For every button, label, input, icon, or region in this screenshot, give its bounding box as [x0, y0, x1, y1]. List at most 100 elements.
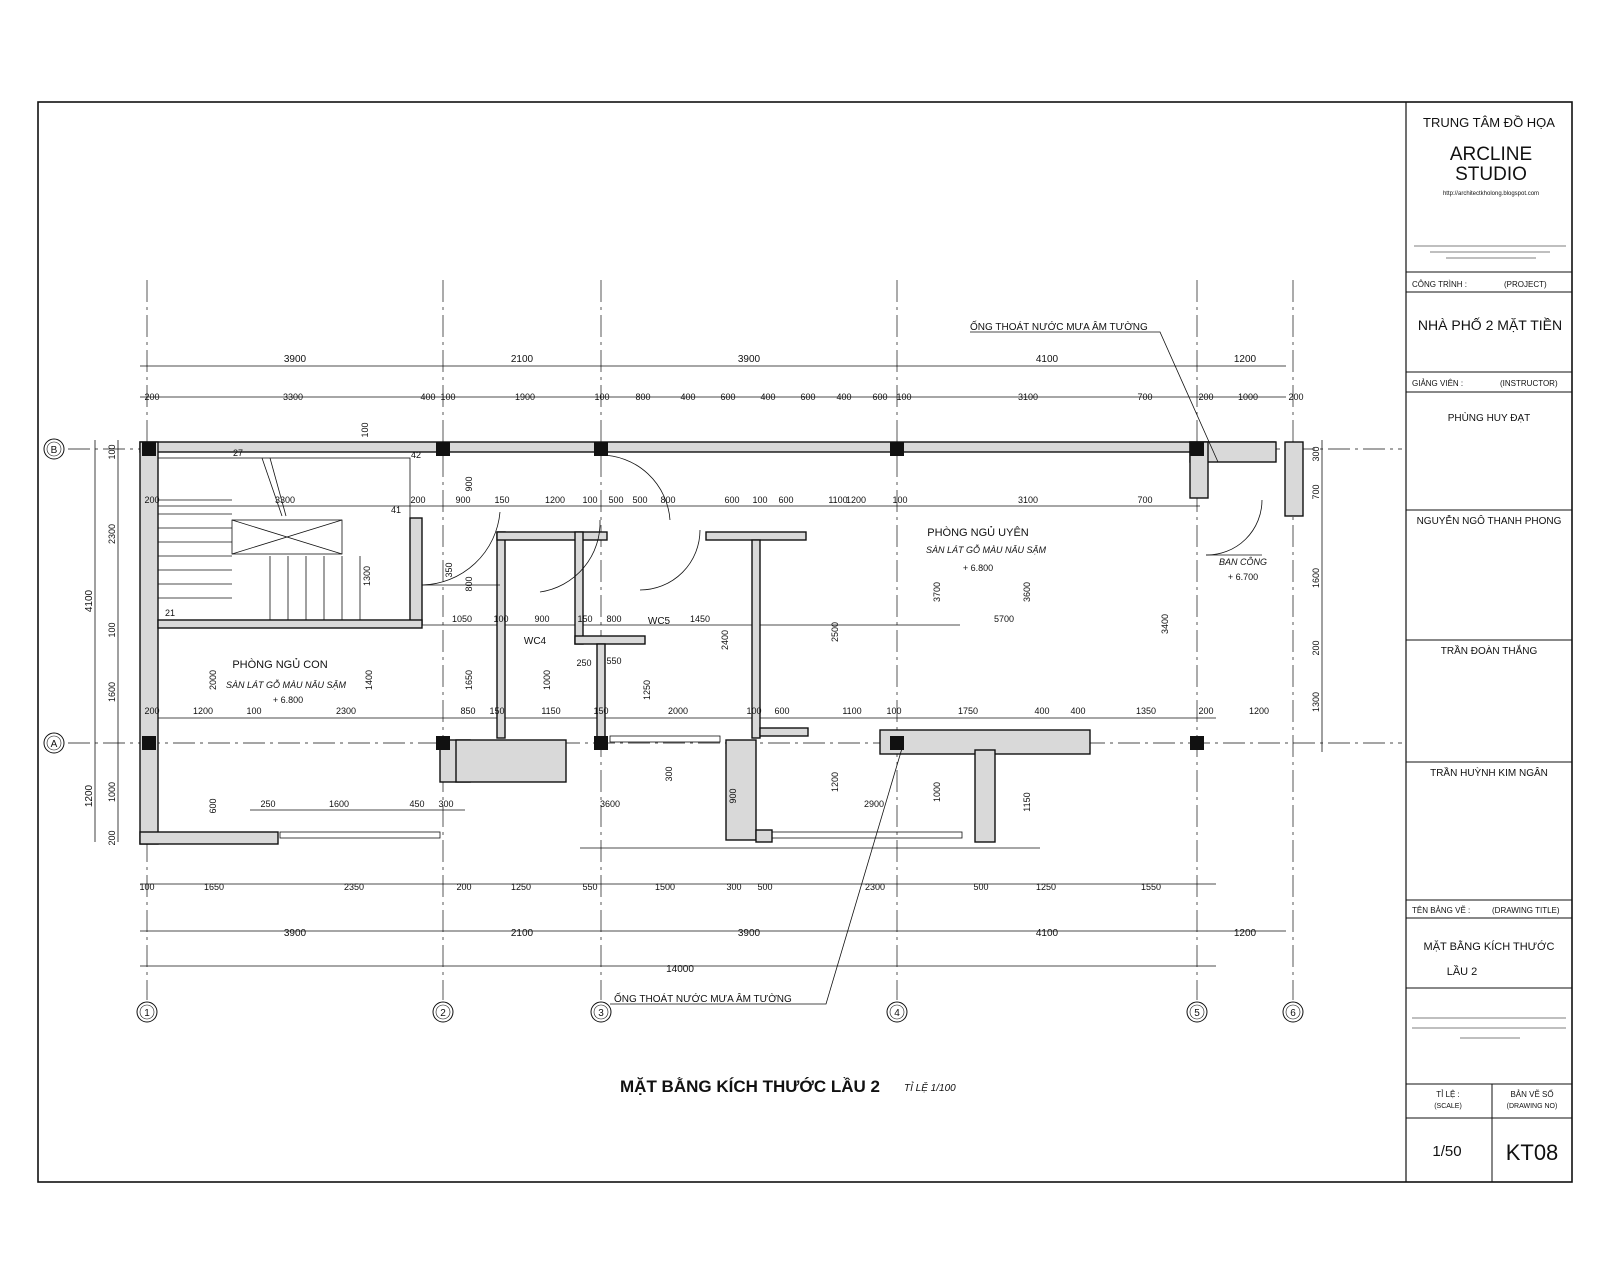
room-label-uyen: PHÒNG NGỦ UYÊN: [927, 526, 1029, 539]
pipe-note-bottom: ỐNG THOÁT NƯỚC MƯA ÂM TƯỜNG: [614, 991, 792, 1005]
dimension-value: 150: [494, 495, 509, 505]
dimension-value: 200: [456, 882, 471, 892]
grid-label-x: 4: [894, 1008, 900, 1019]
dimension-value: 4100: [1036, 928, 1059, 939]
wall-stair-bottom: [157, 619, 423, 629]
dimension-value: 3900: [284, 928, 307, 939]
room-floor-kid: SÀN LÁT GỖ MÀU NÂU SẬM: [226, 679, 347, 690]
title-block: TRUNG TÂM ĐỒ HỌA ARCLINE STUDIO http://a…: [1406, 115, 1572, 1182]
dimension-value: 200: [144, 706, 159, 716]
sheet-border: [37, 101, 1573, 1183]
wall-top: [139, 441, 1276, 453]
grid-label-x: 1: [144, 1008, 150, 1019]
wall-wc-mid-lower: [596, 643, 606, 739]
dimension-value: 800: [660, 495, 675, 505]
dimension-value: 550: [606, 656, 621, 666]
dimension-value: 400: [1070, 706, 1085, 716]
dimension-value: 1000: [107, 782, 117, 802]
wall-wc5-top: [705, 531, 807, 541]
dimension-value: 150: [489, 706, 504, 716]
drawing-scale: TỈ LỆ 1/100: [904, 1081, 956, 1094]
dimension-value: 2900: [864, 799, 884, 809]
dimension-value: 41: [391, 505, 401, 515]
grid-bubble-x-inner: [139, 1004, 155, 1020]
dimension-value: 2000: [208, 670, 218, 690]
dimension-value: 3900: [284, 354, 307, 365]
dimension-value: 900: [728, 788, 738, 803]
dimension-value: 850: [460, 706, 475, 716]
balcony-level: + 6.700: [1228, 572, 1258, 582]
dimension-value: 1250: [511, 882, 531, 892]
wall-wc4-top: [496, 531, 608, 541]
dimension-value: 1650: [204, 882, 224, 892]
student-3: TRẦN HUỲNH KIM NGÂN: [1430, 766, 1548, 779]
dimension-value: 500: [973, 882, 988, 892]
dimension-value: 21: [165, 608, 175, 618]
center-name: TRUNG TÂM ĐỒ HỌA: [1423, 115, 1555, 130]
dimension-value: 150: [593, 706, 608, 716]
dimension-value: 3400: [1160, 614, 1170, 634]
instructor-label: GIẢNG VIÊN :: [1412, 379, 1463, 388]
dimension-value: 400: [420, 392, 435, 402]
dimension-value: 100: [246, 706, 261, 716]
staircase: [157, 457, 411, 621]
dimension-value: 2100: [511, 928, 534, 939]
grid-lines: [68, 280, 1402, 1000]
wall-bottom-mid: [755, 829, 773, 843]
dimension-value: 900: [534, 614, 549, 624]
dimension-value: 1000: [932, 782, 942, 802]
room-label-kid: PHÒNG NGỦ CON: [232, 658, 327, 671]
dimension-value: 100: [892, 495, 907, 505]
dimension-value: 1000: [1238, 392, 1258, 402]
dimension-value: 400: [1034, 706, 1049, 716]
dimension-value: 700: [1311, 484, 1321, 499]
address-fine-print: [1414, 245, 1566, 259]
dimension-value: 800: [606, 614, 621, 624]
dimension-value: 600: [724, 495, 739, 505]
dimension-value: 1200: [1249, 706, 1269, 716]
dimension-value: 3300: [275, 495, 295, 505]
wall-right-lower: [974, 749, 996, 843]
dimension-value: 1750: [958, 706, 978, 716]
dimension-value: 550: [582, 882, 597, 892]
dimension-lines: [94, 365, 1323, 967]
dimension-value: 300: [438, 799, 453, 809]
grid-bubble-x-inner: [889, 1004, 905, 1020]
dimension-value: 700: [1137, 392, 1152, 402]
dimension-value: 1050: [452, 614, 472, 624]
dimension-value: 800: [635, 392, 650, 402]
dimension-value: 2300: [107, 524, 117, 544]
dimension-value: 200: [144, 495, 159, 505]
dimension-value: 450: [409, 799, 424, 809]
dimension-value: 1200: [830, 772, 840, 792]
dimension-value: 700: [1137, 495, 1152, 505]
grid-label-x: 5: [1194, 1008, 1200, 1019]
dimension-value: 3100: [1018, 392, 1038, 402]
wall-balcony-right: [1284, 441, 1304, 517]
sheet-label: BẢN VẼ SỐ: [1510, 1089, 1553, 1099]
grid-label-x: 6: [1290, 1008, 1296, 1019]
dimension-value: 1650: [464, 670, 474, 690]
wall-wc-mid-h: [574, 635, 646, 645]
dimension-value: 3600: [1022, 582, 1032, 602]
dimension-value: 1450: [690, 614, 710, 624]
scale-label: TỈ LỆ :: [1436, 1090, 1460, 1099]
dimension-value: 100: [582, 495, 597, 505]
dimension-value: 100: [752, 495, 767, 505]
dimension-value: 1200: [1234, 928, 1257, 939]
scale-value: 1/50: [1432, 1143, 1461, 1160]
grid-label-y: A: [51, 739, 58, 750]
doors: [279, 454, 1263, 839]
dimension-value: 4100: [84, 589, 95, 612]
dimension-value: 1200: [84, 784, 95, 807]
dimension-value: 600: [774, 706, 789, 716]
dimension-value: 1250: [1036, 882, 1056, 892]
dimension-value: 1150: [541, 706, 560, 716]
floor-plan-walls: [139, 441, 1304, 845]
dimension-value: 500: [608, 495, 623, 505]
dimension-value: 3700: [932, 582, 942, 602]
dimension-value: 200: [144, 392, 159, 402]
dimension-value: 600: [720, 392, 735, 402]
wall-center-block-2: [455, 739, 567, 783]
